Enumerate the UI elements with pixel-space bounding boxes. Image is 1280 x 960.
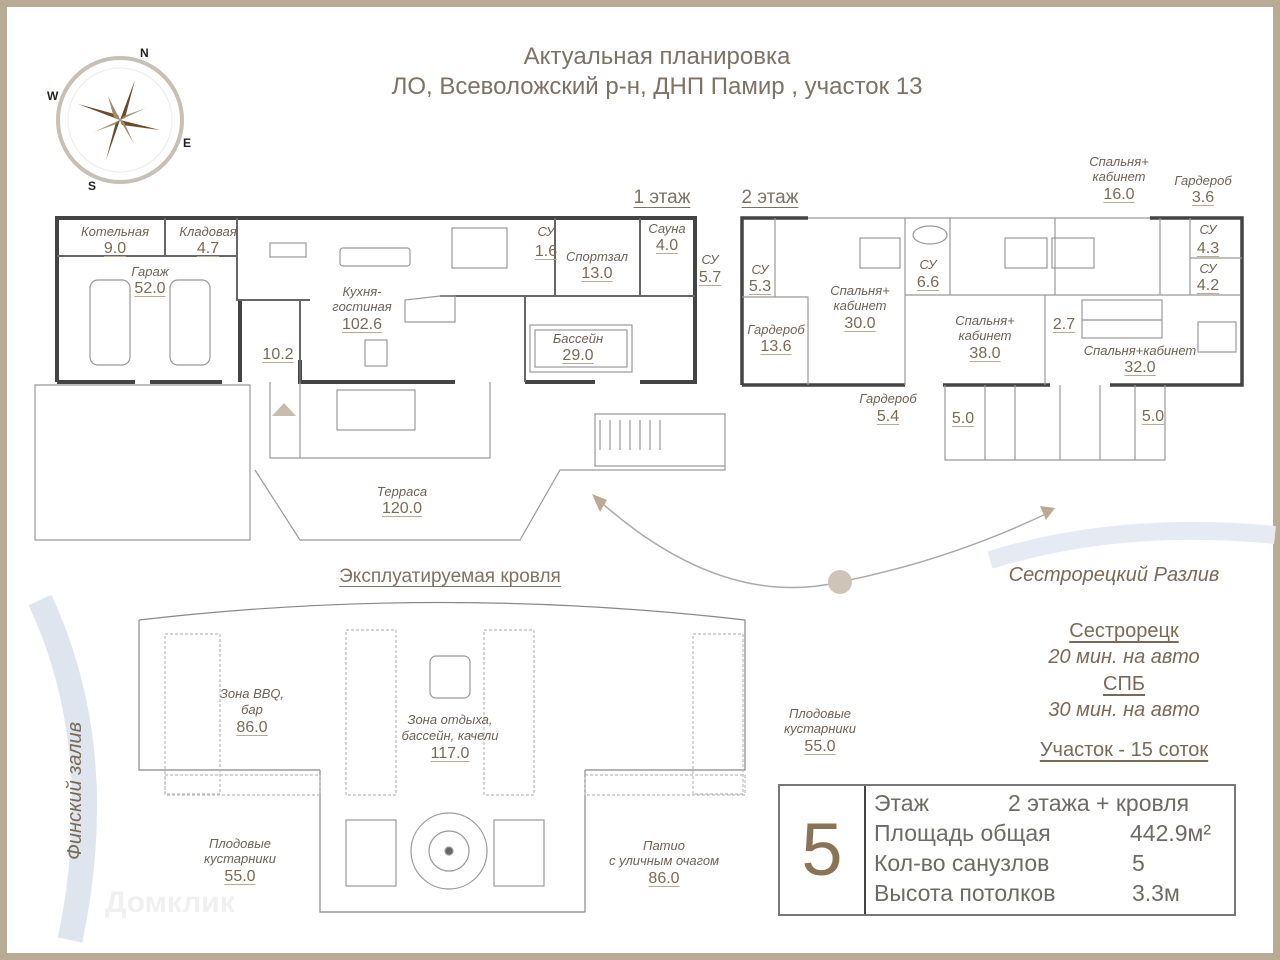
room-name: Гараж	[131, 264, 169, 279]
gulf-wave	[28, 594, 98, 943]
stat-value: 2 этажа + кровля	[1008, 790, 1190, 816]
zone-name: Патио	[643, 838, 685, 853]
room-area: 32.0	[1124, 359, 1156, 376]
roof-plan	[138, 601, 746, 913]
room-name: Спальня+кабинет	[1083, 343, 1197, 358]
room-area: 38.0	[969, 345, 1001, 362]
room-area: 10.2	[262, 346, 294, 363]
zone-name: Зона отдыха,	[407, 712, 493, 727]
floor1-label: 1 этаж	[633, 187, 691, 208]
room-name: кабинет	[958, 328, 1012, 343]
room-name: СУ	[751, 262, 769, 277]
room-area: 16.0	[1103, 186, 1135, 203]
zone-name: с уличным очагом	[608, 853, 720, 868]
room-area: 29.0	[562, 347, 594, 364]
compass-icon	[56, 56, 184, 184]
room-area: 30.0	[844, 315, 876, 332]
room-area: 4.3	[1196, 240, 1220, 257]
room-name: Спальня+	[1089, 154, 1149, 169]
room-name: Бассейн	[552, 331, 604, 346]
room-area: 1.6	[534, 243, 558, 260]
compass-s: S	[88, 179, 96, 193]
room-name: Котельная	[80, 224, 150, 239]
room-area: 5.3	[748, 278, 772, 295]
floor1-plan	[34, 216, 726, 541]
room-area: 13.6	[760, 338, 792, 355]
stats-box: 5 Этаж 2 этажа + кровля Площадь общая 44…	[778, 784, 1236, 916]
stat-label: Высота потолков	[874, 880, 1056, 906]
time2: 30 мин. на авто	[1048, 699, 1200, 721]
room-name: гостиная	[332, 299, 392, 314]
zone-name: кустарники	[783, 721, 857, 736]
room-area: 9.0	[103, 240, 127, 257]
room-name: Гардероб	[859, 391, 917, 406]
room-area: 102.6	[341, 316, 383, 333]
compass-e: E	[183, 136, 191, 150]
watermark: Домклик	[105, 886, 235, 919]
room-area: 5.4	[876, 408, 900, 425]
room-area: 4.2	[1196, 277, 1220, 294]
room-area: 5.0	[1141, 408, 1165, 425]
room-name: СУ	[1199, 222, 1217, 237]
room-name: СУ	[1199, 261, 1217, 276]
room-name: Терраса	[376, 484, 428, 499]
sun-icon	[828, 570, 852, 594]
title-line1: Актуальная планировка	[523, 43, 791, 70]
room-name: СУ	[919, 257, 937, 272]
room-name: кабинет	[833, 298, 887, 313]
room-name: Спортзал	[566, 249, 628, 264]
gulf-label: Финский залив	[64, 721, 86, 860]
zone-name: Плодовые	[789, 706, 851, 721]
room-area: 52.0	[134, 280, 166, 297]
option-number: 5	[780, 786, 866, 914]
room-name: Кладовая	[179, 224, 237, 239]
room-name: Гардероб	[1174, 173, 1232, 188]
zone-area: 117.0	[430, 745, 470, 762]
compass-n: N	[140, 46, 149, 60]
zone-area: 86.0	[648, 870, 680, 887]
floor2-label: 2 этаж	[741, 187, 799, 208]
room-name: Спальня+	[830, 283, 890, 298]
zone-name: бар	[241, 702, 263, 717]
room-area: 5.7	[698, 269, 722, 286]
stat-label: Кол-во санузлов	[874, 850, 1050, 876]
zone-area: 86.0	[236, 719, 268, 736]
room-area: 13.0	[581, 265, 613, 282]
room-area: 120.0	[381, 500, 423, 517]
stat-label: Площадь общая	[874, 820, 1051, 846]
stat-value: 3.3м	[1132, 880, 1180, 906]
room-area: 2.7	[1052, 316, 1076, 333]
zone-name: Зона BBQ,	[219, 686, 285, 701]
zone-name: кустарники	[203, 851, 277, 866]
room-name: СУ	[701, 252, 719, 267]
room-area: 4.7	[196, 240, 220, 257]
room-area: 5.0	[951, 410, 975, 427]
compass-w: W	[47, 89, 59, 103]
area-name: Сестрорецкий Разлив	[1008, 564, 1220, 586]
time1: 20 мин. на авто	[1048, 646, 1200, 668]
zone-name: Плодовые	[209, 836, 271, 851]
title-line2: ЛО, Всеволожский р-н, ДНП Памир , участо…	[391, 73, 923, 100]
zone-area: 55.0	[224, 868, 256, 885]
zone-area: 55.0	[804, 738, 836, 755]
plot-size: Участок - 15 соток	[1039, 739, 1209, 761]
stat-label: Этаж	[874, 790, 929, 816]
room-area: 6.6	[916, 274, 940, 291]
stat-value: 442.9м²	[1130, 820, 1212, 846]
room-name: Кухня-	[342, 284, 382, 299]
city1: Сестрорецк	[1069, 620, 1179, 642]
room-area: 4.0	[655, 237, 679, 254]
room-name: Гардероб	[747, 322, 805, 337]
stat-value: 5	[1132, 850, 1145, 876]
room-name: кабинет	[1092, 169, 1146, 184]
room-area: 3.6	[1191, 189, 1215, 206]
room-name: СУ	[537, 224, 555, 239]
zone-name: бассейн, качели	[401, 728, 499, 743]
room-name: Спальня+	[955, 313, 1015, 328]
city2: СПБ	[1103, 673, 1145, 695]
floor2-plan	[740, 216, 1244, 461]
room-name: Сауна	[648, 221, 686, 236]
roof-label: Эксплуатируемая кровля	[339, 566, 561, 587]
